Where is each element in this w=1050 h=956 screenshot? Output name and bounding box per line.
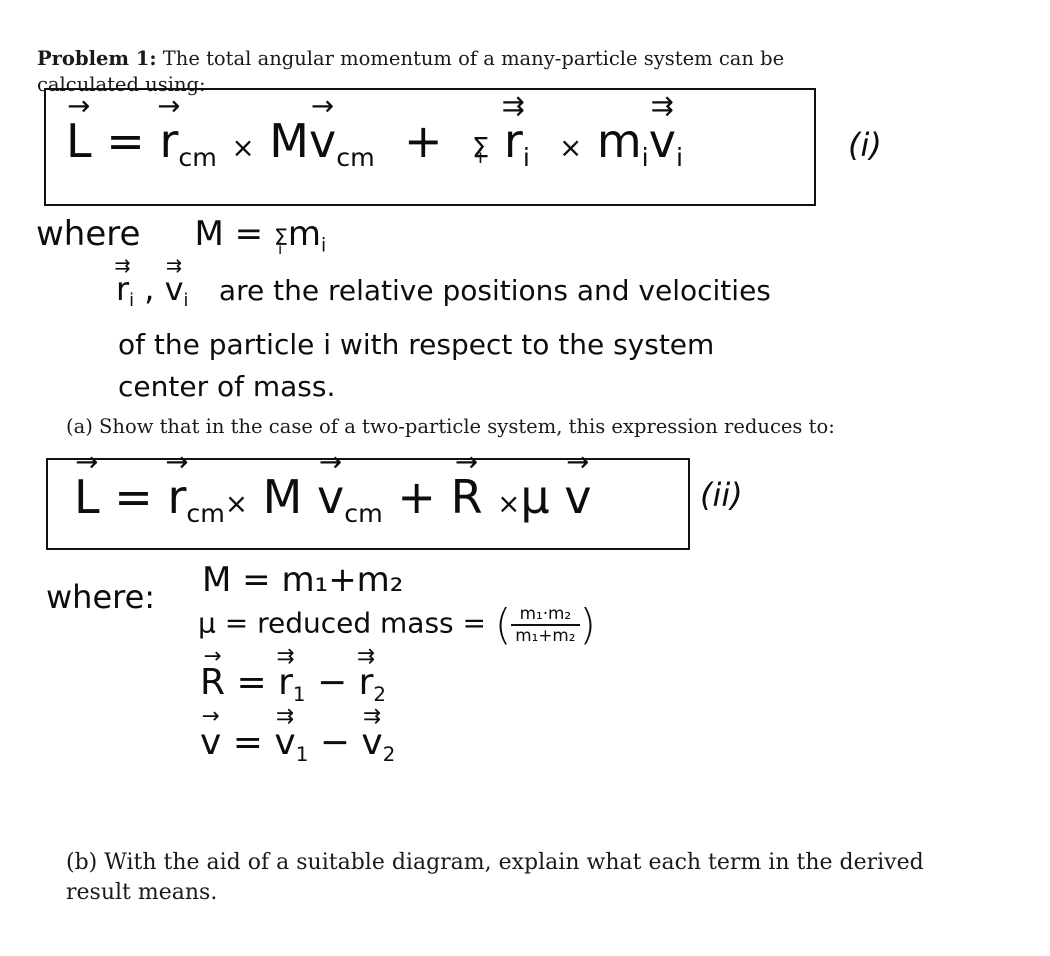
- where-1-sum-index: i: [277, 240, 283, 258]
- where-2-v1-sub: 1: [295, 742, 309, 766]
- where-2-r2-sub: 2: [373, 682, 386, 706]
- eq1-vcm: v: [309, 112, 336, 172]
- where-2-v2-sub: 2: [382, 742, 396, 766]
- where-2-v1: v: [274, 722, 295, 763]
- equation-ii-tag: (ii): [700, 476, 743, 514]
- where-2-row-4-equals: =: [232, 722, 263, 763]
- eq1-sum: Σ i: [472, 112, 489, 172]
- eq1-mi-sub: i: [641, 142, 649, 172]
- eq1-ri: r: [504, 112, 523, 172]
- eq1-vcm-sub: cm: [336, 142, 375, 172]
- equation-i-box: [44, 88, 816, 206]
- eq1-times: ×: [231, 131, 255, 164]
- eq1-L: L: [66, 112, 92, 172]
- reduced-mass-denominator: m₁+m₂: [515, 624, 576, 645]
- where-2-r1-sub: 1: [292, 682, 306, 706]
- eq1-plus: +: [404, 114, 443, 168]
- where-2-row-2-lhs: μ = reduced mass =: [198, 606, 486, 640]
- problem-label: Problem 1:: [37, 47, 157, 70]
- eq2-v: v: [564, 468, 591, 528]
- eq2-times: ×: [224, 487, 249, 520]
- where-1-v: v: [165, 270, 184, 308]
- eq1-rcm-sub: cm: [178, 142, 217, 172]
- eq1-sum-index: i: [477, 147, 483, 168]
- eq2-L: L: [74, 468, 100, 528]
- eq2-rcm: r: [167, 468, 186, 528]
- where-1-r-sub: i: [129, 291, 135, 312]
- eq1-vi-sub: i: [675, 142, 683, 172]
- eq1-equals: =: [106, 114, 145, 168]
- where-2-close-paren: ): [579, 600, 596, 649]
- where-1-r: r: [116, 270, 129, 308]
- eq2-rcm-sub: cm: [186, 498, 225, 528]
- eq2-mu: μ: [520, 470, 550, 524]
- where-1-sum: Σ i: [273, 214, 288, 258]
- where-1-equals: =: [234, 214, 264, 254]
- where-1-line-1: are the relative positions and velocitie…: [218, 274, 771, 307]
- where-2-R: R: [200, 662, 225, 703]
- eq2-vcm-sub: cm: [344, 498, 383, 528]
- eq1-times-2: ×: [559, 131, 583, 164]
- equation-i: L = rcm × Mvcm + Σ i ri × mivi: [66, 112, 683, 175]
- where-2-row-3: R = r1 − r2: [200, 662, 386, 706]
- eq2-M: M: [262, 470, 303, 524]
- eq2-R: R: [451, 468, 483, 528]
- eq1-mi: m: [596, 114, 642, 168]
- where-1-v-sub: i: [183, 291, 189, 312]
- where-2-word: where:: [46, 578, 156, 616]
- where-2-r1: r: [278, 662, 293, 703]
- eq1-sum-symbol: Σ: [471, 131, 490, 164]
- where-2-row-4-minus: −: [319, 722, 350, 763]
- where-2-v2: v: [361, 722, 382, 763]
- where-2-row-3-equals: =: [236, 662, 267, 703]
- where-1-m: m: [287, 214, 322, 254]
- eq1-ri-sub: i: [522, 142, 530, 172]
- where-1-vars: ri , vi are the relative positions and v…: [116, 270, 771, 311]
- where-1-comma: ,: [144, 270, 155, 308]
- eq2-plus: +: [397, 470, 436, 524]
- eq1-vi: v: [649, 112, 676, 172]
- where-2-v: v: [200, 722, 221, 763]
- where-1-word: where: [36, 214, 141, 254]
- part-b-text: (b) With the aid of a suitable diagram, …: [66, 850, 924, 905]
- where-2-open-paren: (: [494, 600, 512, 649]
- where-1-line-3: center of mass.: [118, 370, 336, 403]
- equation-ii: L = rcm× M vcm + R ×μ v: [74, 468, 591, 531]
- eq2-equals: =: [114, 470, 153, 524]
- eq2-times-2: ×: [497, 487, 521, 520]
- where-2-row-3-minus: −: [316, 662, 348, 703]
- reduced-mass-numerator: m₁·m₂: [511, 603, 580, 626]
- equation-ii-box: [46, 458, 690, 550]
- eq1-M: M: [269, 114, 309, 168]
- eq2-vcm: v: [317, 468, 344, 528]
- part-a-text: (a) Show that in the case of a two-parti…: [66, 415, 835, 438]
- where-1: where M = Σ i mi: [36, 214, 327, 258]
- where-2-row-1: M = m₁+m₂: [202, 560, 404, 600]
- where-2-r2: r: [359, 662, 374, 703]
- where-1-M: M: [194, 214, 224, 254]
- eq1-rcm: r: [159, 112, 178, 172]
- equation-i-tag: (i): [848, 126, 882, 164]
- where-1-sum-symbol: Σ: [273, 225, 288, 251]
- where-2-row-4: v = v1 − v2: [200, 722, 395, 766]
- where-1-line-2: of the particle i with respect to the sy…: [118, 328, 715, 361]
- where-1-m-sub: i: [321, 235, 327, 257]
